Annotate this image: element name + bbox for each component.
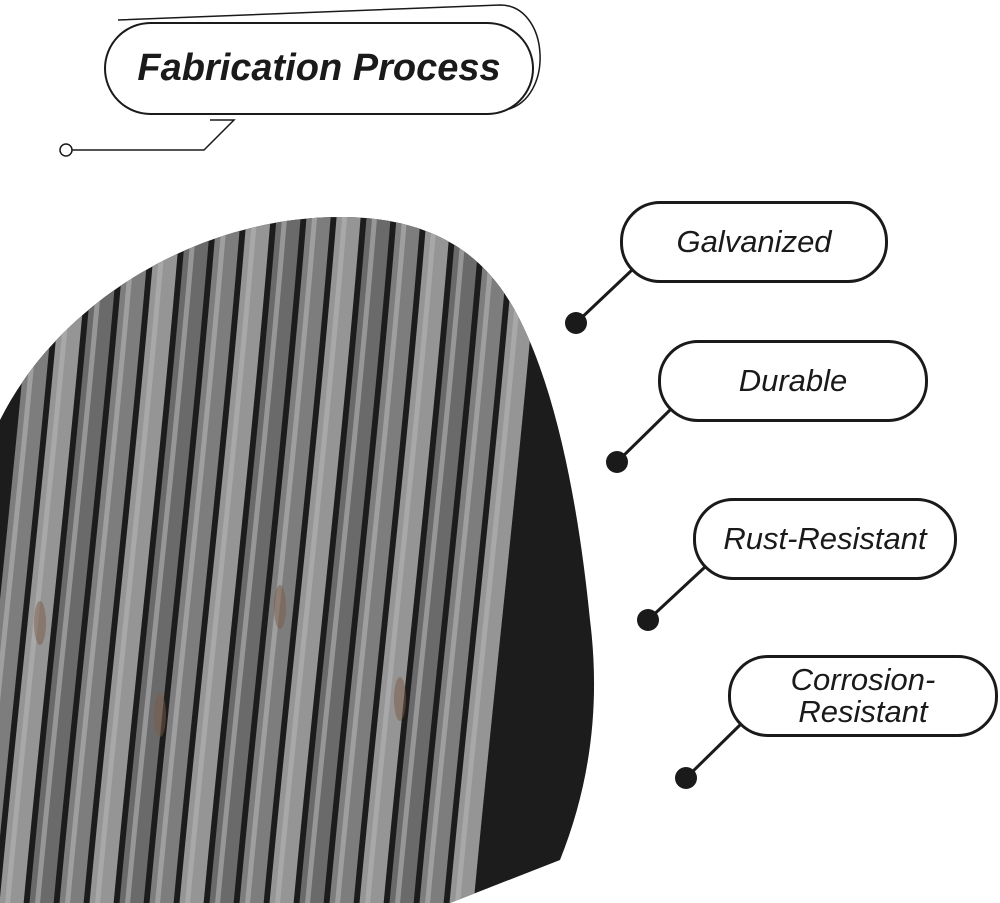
- corrosion-resistant-connector-line: [684, 723, 742, 780]
- galvanized-connector-line: [574, 268, 634, 325]
- wire-highlight: [33, 217, 109, 903]
- wire-strand: [148, 217, 242, 903]
- connector-dot-icon: [675, 767, 697, 789]
- wire-highlight: [93, 217, 169, 903]
- wire-highlight: [243, 217, 319, 903]
- wire-highlight: [423, 217, 499, 903]
- wire-strand: [178, 217, 272, 903]
- wire-highlight: [183, 217, 259, 903]
- wire-strand: [28, 217, 122, 903]
- feature-label: Durable: [738, 363, 848, 398]
- feature-corrosion-resistant: Corrosion- Resistant: [728, 655, 998, 737]
- rust-spot: [34, 601, 46, 645]
- rust-spot: [394, 677, 406, 721]
- page-title-text: Fabrication Process: [137, 47, 501, 89]
- wire-strand: [328, 217, 422, 903]
- wire-strand: [208, 217, 302, 903]
- wire-strand: [358, 217, 452, 903]
- wire-highlight: [273, 217, 349, 903]
- wire-strand: [238, 217, 332, 903]
- wire-strand: [388, 217, 482, 903]
- wire-highlight: [153, 217, 229, 903]
- feature-durable: Durable: [658, 340, 928, 422]
- wire-strand: [118, 217, 212, 903]
- connector-dot-icon: [606, 451, 628, 473]
- feature-rust-resistant: Rust-Resistant: [693, 498, 957, 580]
- rust-spot: [274, 585, 286, 629]
- wire-highlight: [333, 217, 409, 903]
- wire-strand: [418, 217, 512, 903]
- rust-spot: [154, 693, 166, 737]
- wire-highlight: [393, 217, 469, 903]
- page-title: Fabrication Process: [104, 22, 534, 115]
- connector-dot-icon: [637, 609, 659, 631]
- wire-strand: [58, 217, 152, 903]
- feature-label: Rust-Resistant: [723, 521, 927, 556]
- durable-connector-line: [615, 408, 672, 464]
- wire-strand: [268, 217, 362, 903]
- title-leader-line: [72, 119, 236, 151]
- title-outer-arc: [117, 4, 541, 111]
- wire-highlight: [213, 217, 289, 903]
- wire-highlight: [63, 217, 139, 903]
- feature-galvanized: Galvanized: [620, 201, 888, 283]
- title-leader-dot: [59, 143, 73, 157]
- wire-highlight: [303, 217, 379, 903]
- feature-label-line-2: Resistant: [798, 694, 928, 729]
- rust-resistant-connector-line: [646, 565, 707, 622]
- wire-strand: [298, 217, 392, 903]
- wire-highlight: [363, 217, 439, 903]
- feature-label: Galvanized: [676, 224, 832, 259]
- wire-highlight: [123, 217, 199, 903]
- feature-label-line-1: Corrosion-: [790, 662, 936, 697]
- wire-strand: [88, 217, 182, 903]
- connector-dot-icon: [565, 312, 587, 334]
